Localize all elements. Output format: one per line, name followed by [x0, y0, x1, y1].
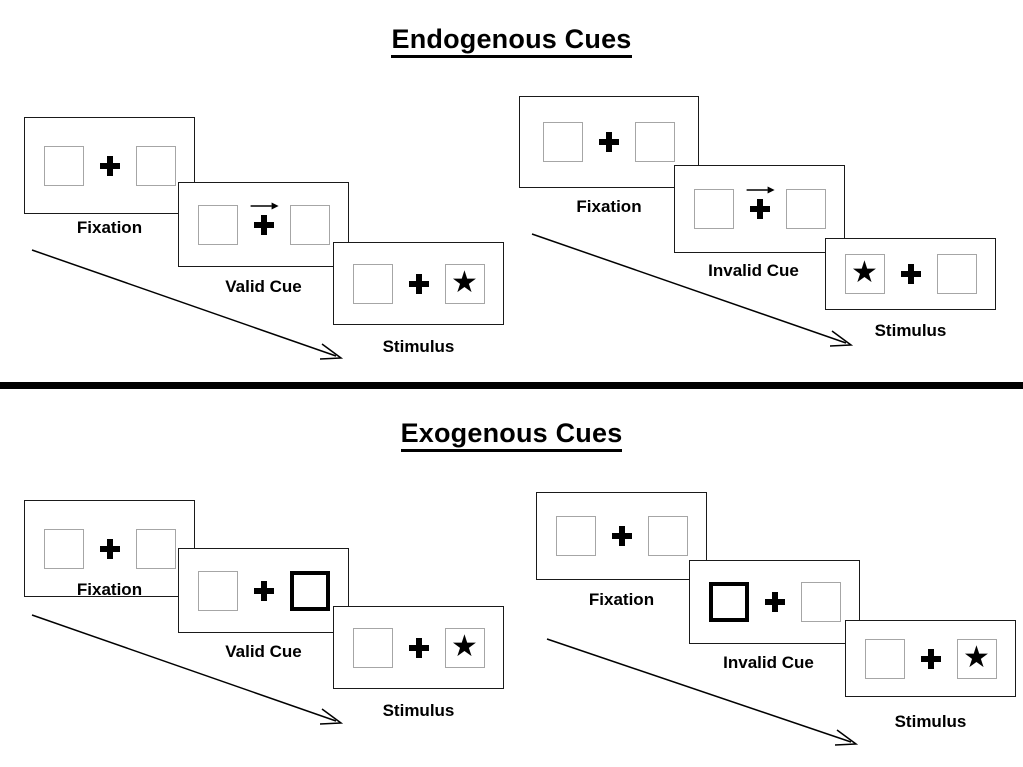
caption-exogenous-valid-stimulus: Stimulus	[382, 701, 455, 720]
right-box-with-target: ★	[444, 263, 485, 304]
fixation-cross-slot	[393, 261, 445, 307]
right-box	[135, 145, 176, 186]
star-icon: ★	[451, 629, 478, 663]
right-box	[135, 528, 176, 569]
left-box	[352, 627, 393, 668]
right-box	[635, 122, 675, 162]
panel-content: ★	[846, 621, 1015, 696]
panel-endogenous-invalid-stimulus[interactable]: ★	[825, 238, 996, 310]
panel-endogenous-valid-fixation[interactable]	[24, 117, 195, 214]
right-box-with-target: ★	[956, 638, 997, 679]
panel-content	[537, 493, 706, 579]
arrow-right-icon	[250, 202, 279, 209]
right-box	[800, 582, 841, 622]
plus-icon	[611, 526, 632, 546]
fixation-cross-slot	[84, 143, 136, 189]
section-divider	[0, 382, 1023, 389]
caption-exogenous-invalid-cue: Invalid Cue	[723, 653, 814, 672]
caption-endogenous-valid-cue: Valid Cue	[225, 277, 302, 296]
panel-exogenous-valid-fixation[interactable]	[24, 500, 195, 597]
fixation-cross-slot	[84, 526, 136, 572]
caption-endogenous-invalid-cue: Invalid Cue	[708, 261, 799, 280]
right-box-with-target: ★	[444, 627, 485, 668]
panel-endogenous-valid-cue[interactable]	[178, 182, 349, 267]
right-box	[647, 516, 688, 556]
plus-icon	[253, 214, 274, 235]
fixation-cross-slot	[905, 636, 957, 682]
section-title-endogenous-text: Endogenous Cues	[391, 24, 632, 58]
panel-endogenous-valid-stimulus[interactable]: ★	[333, 242, 504, 325]
panel-content: ★	[826, 239, 995, 309]
fixation-cross-slot	[238, 568, 290, 614]
caption-exogenous-invalid-fixation: Fixation	[588, 590, 655, 609]
panel-exogenous-invalid-stimulus[interactable]: ★	[845, 620, 1016, 697]
plus-icon	[253, 580, 274, 601]
panel-exogenous-invalid-fixation[interactable]	[536, 492, 707, 580]
left-box	[352, 263, 393, 304]
panel-content	[25, 118, 194, 213]
plus-icon	[99, 155, 120, 176]
time-flow-arrow-icon	[531, 233, 854, 347]
panel-endogenous-invalid-fixation[interactable]	[519, 96, 699, 188]
plus-icon	[408, 273, 429, 294]
time-flow-arrow-icon	[546, 638, 859, 746]
star-icon: ★	[451, 265, 478, 299]
left-box	[555, 516, 596, 556]
panel-content	[675, 166, 844, 252]
right-box-cued	[289, 570, 330, 611]
panel-exogenous-invalid-cue[interactable]	[689, 560, 860, 644]
left-box	[543, 122, 583, 162]
fixation-cross-slot	[749, 579, 801, 625]
time-flow-arrow-icon	[31, 249, 344, 360]
section-title-exogenous-text: Exogenous Cues	[400, 418, 623, 452]
right-box	[289, 204, 330, 245]
left-box-with-target: ★	[844, 254, 885, 294]
left-box	[43, 528, 84, 569]
panel-content: ★	[334, 607, 503, 688]
plus-icon	[749, 199, 770, 219]
section-title-exogenous: Exogenous Cues	[0, 418, 1023, 452]
right-box	[785, 189, 826, 229]
fixation-cross-slot	[583, 119, 635, 165]
plus-icon	[99, 538, 120, 559]
panel-content: ★	[334, 243, 503, 324]
panel-endogenous-invalid-cue[interactable]	[674, 165, 845, 253]
section-title-endogenous: Endogenous Cues	[0, 24, 1023, 58]
star-icon: ★	[851, 256, 878, 289]
left-box	[693, 189, 734, 229]
plus-icon	[920, 648, 941, 669]
left-box	[43, 145, 84, 186]
panel-content	[520, 97, 698, 187]
fixation-cross-slot	[393, 625, 445, 671]
panel-exogenous-valid-cue[interactable]	[178, 548, 349, 633]
left-box	[197, 570, 238, 611]
caption-exogenous-invalid-stimulus: Stimulus	[894, 712, 967, 731]
panel-content	[179, 549, 348, 632]
caption-exogenous-valid-cue: Valid Cue	[225, 642, 302, 661]
panel-exogenous-valid-stimulus[interactable]: ★	[333, 606, 504, 689]
panel-content	[690, 561, 859, 643]
fixation-cross-slot	[885, 251, 937, 297]
caption-exogenous-valid-fixation: Fixation	[76, 580, 143, 599]
fixation-cross-slot	[238, 202, 290, 248]
left-box	[197, 204, 238, 245]
time-flow-arrow-icon	[31, 614, 344, 725]
panel-content	[179, 183, 348, 266]
caption-endogenous-valid-stimulus: Stimulus	[382, 337, 455, 356]
star-icon: ★	[963, 640, 990, 674]
panel-content	[25, 501, 194, 596]
fixation-cross-slot	[596, 513, 648, 559]
plus-icon	[408, 637, 429, 658]
plus-icon	[599, 132, 619, 152]
plus-icon	[900, 264, 921, 284]
left-box	[864, 638, 905, 679]
fixation-cross-slot	[734, 186, 786, 232]
caption-endogenous-invalid-fixation: Fixation	[576, 197, 642, 216]
right-box	[936, 254, 977, 294]
arrow-right-icon	[746, 186, 775, 194]
left-box-cued	[708, 582, 749, 622]
plus-icon	[764, 592, 785, 612]
caption-endogenous-valid-fixation: Fixation	[76, 218, 143, 237]
caption-endogenous-invalid-stimulus: Stimulus	[874, 321, 947, 340]
